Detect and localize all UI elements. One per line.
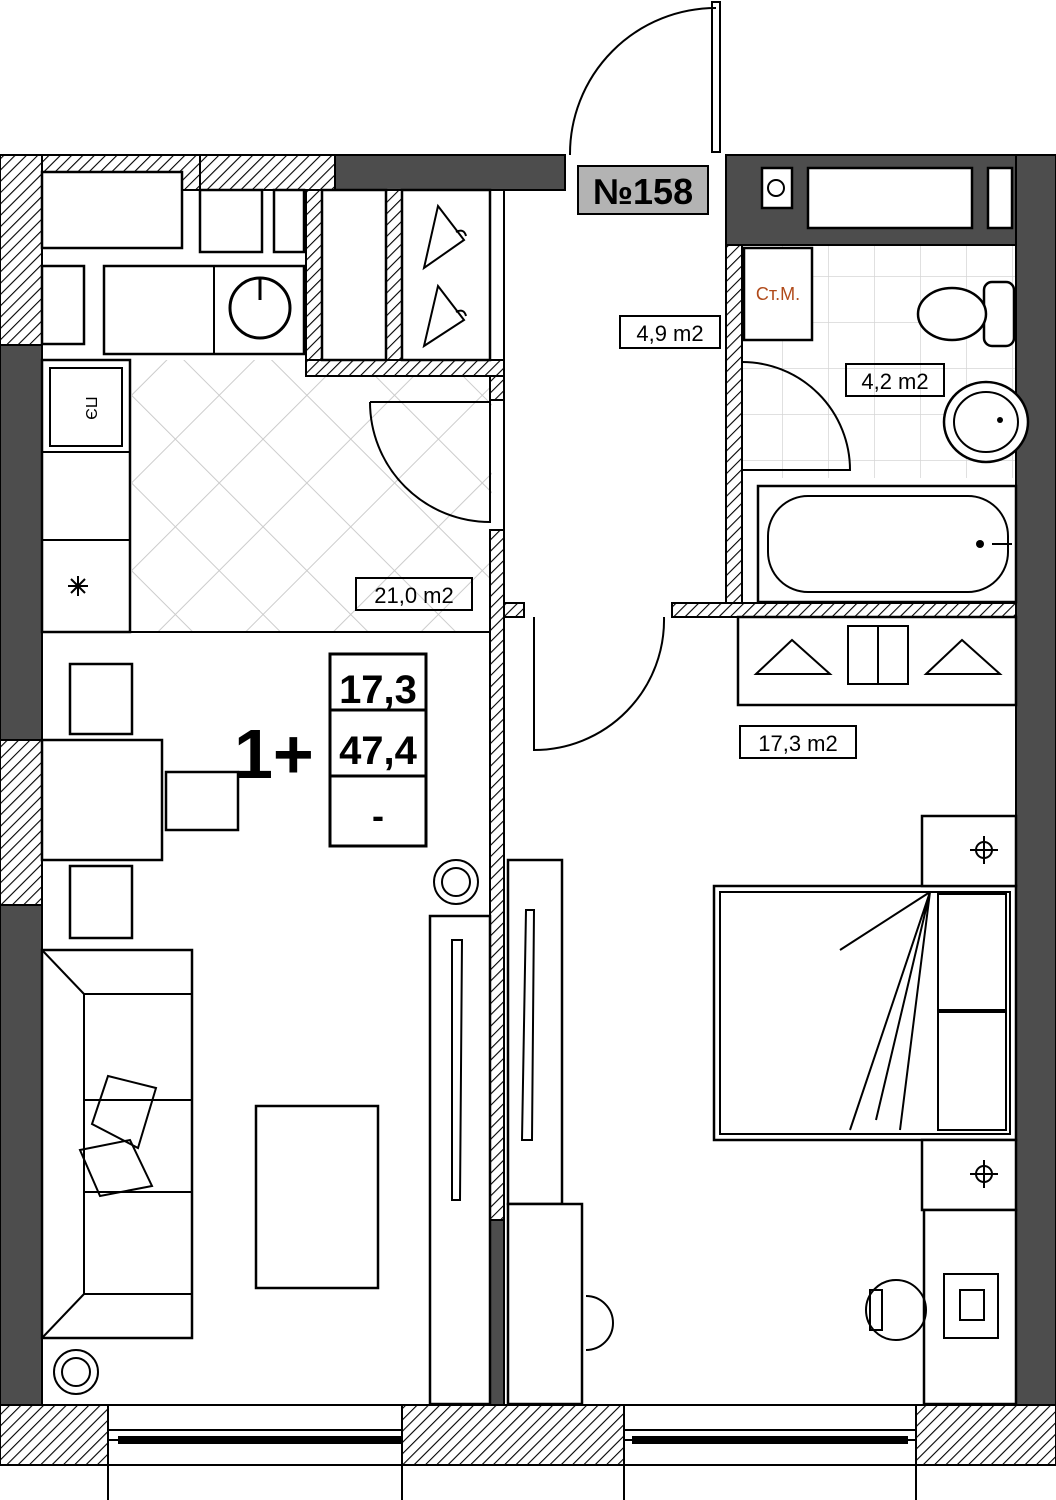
living-wardrobe: [428, 914, 492, 1406]
total-area: 47,4: [339, 729, 418, 773]
extra-area: -: [372, 795, 384, 836]
kitchen-door-swing: [369, 401, 491, 524]
outer-walls: [0, 154, 1056, 1500]
area-labels: 21,0 m2 4,9 m2 4,2 m2 17,3 m2: [355, 315, 945, 759]
bedroom-area: 17,3 m2: [758, 731, 838, 756]
apartment-summary: 1+ 17,3 47,4 -: [234, 652, 428, 848]
toilet-icon: [916, 280, 1016, 348]
apartment-badge: [577, 165, 709, 215]
kitchen-furniture: ПЭ: [40, 170, 490, 634]
kitchen-living-area: 21,0 m2: [374, 583, 454, 608]
rooms-count: 1+: [234, 715, 314, 793]
sofa: [40, 948, 194, 1340]
bathroom-door-swing: [741, 361, 852, 471]
entry-door: [568, 1, 721, 156]
bedroom-wardrobe: [736, 615, 1018, 707]
bedroom-side-wardrobe: [506, 858, 614, 1406]
electric-panel-label: ПЭ: [82, 397, 99, 420]
dining-set: [40, 662, 240, 940]
apartment-number: №158: [593, 171, 693, 212]
stove-icon: [68, 576, 88, 596]
wardrobe-upper: [320, 188, 492, 362]
living-area: 17,3: [339, 668, 417, 712]
bedroom-door-swing: [533, 616, 666, 752]
bathroom-fixtures: Ст.М.: [741, 166, 1030, 604]
bathtub-icon: [756, 484, 1018, 604]
desk: [865, 1208, 1018, 1406]
sink-icon: [942, 380, 1030, 464]
coffee-table: [254, 1104, 380, 1290]
bathroom-area: 4,2 m2: [861, 369, 928, 394]
double-bed: [712, 814, 1018, 1212]
hallway-area: 4,9 m2: [636, 321, 703, 346]
kitchen-tile-floor: [132, 360, 492, 632]
washing-machine-label: Ст.М.: [756, 284, 800, 304]
plant-icon: [53, 859, 479, 1395]
